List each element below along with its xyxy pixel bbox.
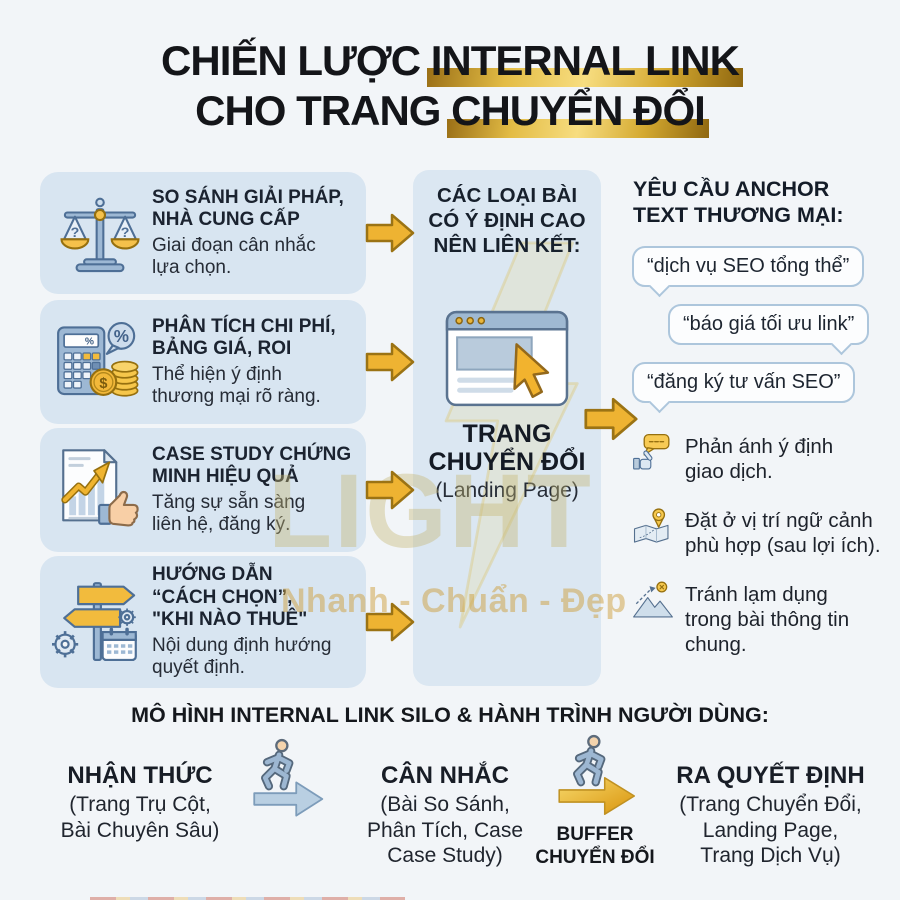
svg-text:$: $ <box>99 376 107 392</box>
title-line1-prefix: CHIẾN LƯỢC <box>161 37 431 84</box>
arrow-right-icon <box>584 397 638 441</box>
calculator-coins-icon: % % $ <box>48 315 152 409</box>
middle-heading: CÁC LOẠI BÀI CÓ Ý ĐỊNH CAO NÊN LIÊN KẾT: <box>428 184 586 257</box>
anchor-text-bubble: “đăng ký tư vấn SEO” <box>632 362 856 413</box>
left-item-desc: Nội dung định hướng quyết định. <box>152 634 332 679</box>
title-line2-prefix: CHO TRANG <box>195 87 452 135</box>
brand-watermark: LIGHT <box>268 453 593 570</box>
bullet-text: Phản ánh ý định giao dịch. <box>685 435 834 484</box>
stage-title: NHẬN THỨC <box>67 762 213 789</box>
stage-desc: (Trang Trụ Cột, Bài Chuyên Sâu) <box>60 793 220 842</box>
bubble-tail <box>648 275 671 297</box>
left-item-desc: Thể hiện ý định thương mại rõ ràng. <box>152 363 321 407</box>
left-item-desc: Tăng sự sẵn sàng liên hệ, đăng ký. <box>152 491 306 535</box>
left-item-title: PHÂN TÍCH CHI PHÍ, BẢNG GIÁ, ROI <box>152 315 336 360</box>
journey-arrow-gold-icon <box>558 777 636 815</box>
buffer-label: BUFFER CHUYỂN ĐỔI <box>535 824 655 868</box>
bottom-edge-strip <box>90 897 405 900</box>
case-study-chart-thumb-icon <box>48 443 152 537</box>
stage-decision: RA QUYẾT ĐỊNH (Trang Chuyển Đổi, Landing… <box>653 762 888 869</box>
running-person-icon <box>573 734 606 787</box>
left-item-title: CASE STUDY CHỨNG MINH HIỆU QUẢ <box>152 443 352 488</box>
left-item-title: HƯỚNG DẪN “CÁCH CHỌN”, "KHI NÀO THUÊ" <box>152 564 308 631</box>
right-bullet-avoid: Tránh lạm dụng trong bài thông tin chung… <box>631 580 893 658</box>
left-item-cost: % % $ PHÂN T <box>40 300 366 424</box>
svg-text:%: % <box>114 327 129 346</box>
left-item-title: SO SÁNH GIẢI PHÁP, NHÀ CUNG CẤP <box>152 186 344 231</box>
arrow-right-icon <box>365 470 415 510</box>
middle-page-label: TRANG CHUYỂN ĐỔI <box>428 420 586 476</box>
anchor-text-2: “báo giá tối ưu link” <box>683 313 855 335</box>
svg-text:?: ? <box>121 225 130 241</box>
journey-arrow-blue-icon <box>253 781 324 817</box>
middle-panel: CÁC LOẠI BÀI CÓ Ý ĐỊNH CAO NÊN LIÊN KẾT:… <box>413 170 601 686</box>
right-heading: YÊU CẦU ANCHOR TEXT THƯƠNG MẠI: <box>633 177 844 228</box>
map-pin-icon <box>633 508 669 543</box>
middle-page-sub: (Landing Page) <box>435 479 579 502</box>
mountain-warning-icon <box>633 581 673 618</box>
title-line-1: CHIẾN LƯỢC INTERNAL LINK <box>0 36 900 88</box>
stage-title: CÂN NHẮC <box>381 762 509 789</box>
bubble-tail <box>831 333 853 355</box>
title-line2-highlight: CHUYỂN ĐỔI <box>447 86 709 139</box>
arrow-right-icon <box>365 602 415 642</box>
bubble-tail <box>648 391 671 413</box>
slogan-watermark: Nhanh - Chuẩn - Đẹp <box>281 582 627 620</box>
svg-text:%: % <box>85 336 94 347</box>
thumb-comment-icon <box>633 433 670 470</box>
stage-title: RA QUYẾT ĐỊNH <box>676 762 865 789</box>
lightning-watermark-icon <box>444 241 579 629</box>
bottom-heading: MÔ HÌNH INTERNAL LINK SILO & HÀNH TRÌNH … <box>131 703 769 727</box>
running-person-icon <box>261 738 294 791</box>
bullet-text: Tránh lạm dụng trong bài thông tin chung… <box>685 583 850 657</box>
left-item-guide: HƯỚNG DẪN “CÁCH CHỌN”, "KHI NÀO THUÊ" Nộ… <box>40 556 366 688</box>
anchor-text-bubble: “báo giá tối ưu link” <box>668 304 870 355</box>
stage-consideration: CÂN NHẮC (Bài So Sánh, Phân Tích, Case C… <box>350 762 540 869</box>
svg-text:?: ? <box>71 225 80 241</box>
browser-cursor-icon <box>413 308 601 414</box>
left-item-case-study: CASE STUDY CHỨNG MINH HIỆU QUẢ Tăng sự s… <box>40 428 366 552</box>
anchor-text-1: “dịch vụ SEO tổng thể” <box>647 255 850 277</box>
right-bullet-placement: Đặt ở vị trí ngữ cảnh phù hợp (sau lợi í… <box>631 506 893 558</box>
stage-desc: (Trang Chuyển Đổi, Landing Page, Trang D… <box>679 793 862 868</box>
arrow-right-icon <box>365 213 415 253</box>
left-item-compare: ? ? SO SÁNH GIẢI PHÁP, NHÀ CUNG CẤP Giai… <box>40 172 366 294</box>
anchor-text-3: “đăng ký tư vấn SEO” <box>647 371 841 393</box>
title-line-2: CHO TRANG CHUYỂN ĐỔI <box>0 86 900 139</box>
balance-scale-icon: ? ? <box>48 185 152 281</box>
bullet-text: Đặt ở vị trí ngữ cảnh phù hợp (sau lợi í… <box>685 509 881 558</box>
left-item-desc: Giai đoạn cân nhắc lựa chọn. <box>152 234 316 278</box>
signpost-gear-calendar-icon <box>48 572 152 672</box>
anchor-text-bubble: “dịch vụ SEO tổng thể” <box>632 246 865 297</box>
arrow-right-icon <box>365 342 415 382</box>
stage-awareness: NHẬN THỨC (Trang Trụ Cột, Bài Chuyên Sâu… <box>40 762 240 843</box>
page-title: CHIẾN LƯỢC INTERNAL LINK CHO TRANG CHUYỂ… <box>0 36 900 139</box>
stage-desc: (Bài So Sánh, Phân Tích, Case Case Study… <box>366 793 524 868</box>
right-bullet-intent: Phản ánh ý định giao dịch. <box>631 432 893 484</box>
title-line1-highlight: INTERNAL LINK <box>426 36 744 88</box>
